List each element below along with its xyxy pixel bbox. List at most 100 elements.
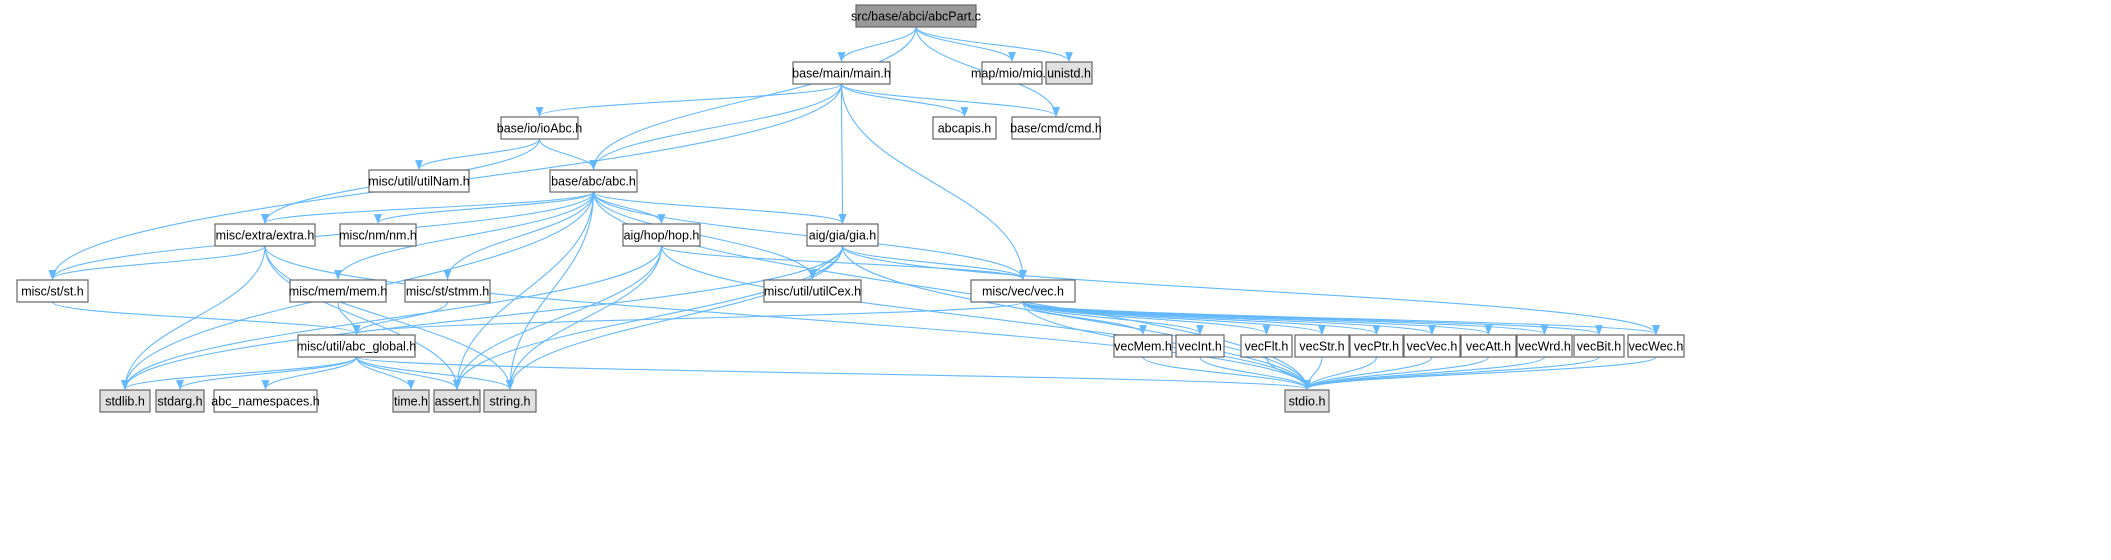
node-box xyxy=(500,116,579,140)
node-label: abcapis.h xyxy=(938,122,992,136)
node-box xyxy=(16,279,89,303)
edge-extra-to-st xyxy=(48,245,266,280)
edge-abcPart-to-unistd xyxy=(915,26,1073,62)
node-main[interactable]: base/main/main.h xyxy=(792,61,891,85)
node-label: string.h xyxy=(490,395,531,409)
node-gia[interactable]: aig/gia/gia.h xyxy=(806,223,879,247)
node-box xyxy=(433,389,481,413)
node-box xyxy=(1460,334,1517,358)
node-abc_global[interactable]: misc/util/abc_global.h xyxy=(297,334,417,358)
node-vecAtt[interactable]: vecAtt.h xyxy=(1460,334,1517,358)
node-label: vecWrd.h xyxy=(1518,340,1571,354)
node-mio[interactable]: map/mio/mio.h xyxy=(971,61,1053,85)
node-label: misc/vec/vec.h xyxy=(982,285,1064,299)
node-vecMem[interactable]: vecMem.h xyxy=(1113,334,1173,358)
node-box xyxy=(855,4,977,28)
node-stdio: stdio.h xyxy=(1284,389,1330,413)
edge-abc_global-to-assert xyxy=(355,356,461,390)
edge-main-to-ioAbc xyxy=(535,83,843,117)
edge-hop-to-assert xyxy=(453,245,663,390)
node-label: vecBit.h xyxy=(1577,340,1622,354)
edge-vec-to-vecMem xyxy=(1022,301,1147,335)
edge-vecBit-to-stdio xyxy=(1303,356,1600,390)
node-label: misc/util/utilCex.h xyxy=(764,285,861,299)
edge-vecVec-to-stdio xyxy=(1303,356,1433,390)
edge-abcPart-to-main xyxy=(837,26,917,62)
node-abcapis[interactable]: abcapis.h xyxy=(932,116,997,140)
node-hop[interactable]: aig/hop/hop.h xyxy=(622,223,701,247)
edge-vecMem-to-stdio xyxy=(1142,356,1311,390)
edge-main-to-abcapis xyxy=(840,83,969,117)
node-label: vecFlt.h xyxy=(1245,340,1289,354)
node-box xyxy=(392,389,430,413)
node-st[interactable]: misc/st/st.h xyxy=(16,279,89,303)
node-box xyxy=(1403,334,1461,358)
node-vecFlt[interactable]: vecFlt.h xyxy=(1240,334,1293,358)
node-box xyxy=(806,223,879,247)
edge-main-to-cmd xyxy=(840,83,1060,117)
edge-abc-to-nm xyxy=(374,191,595,224)
node-extra[interactable]: misc/extra/extra.h xyxy=(214,223,316,247)
node-box xyxy=(1349,334,1404,358)
node-abc_namespaces[interactable]: abc_namespaces.h xyxy=(211,389,320,413)
node-utilCex[interactable]: misc/util/utilCex.h xyxy=(763,279,862,303)
edge-abc_global-to-string xyxy=(355,356,514,390)
node-box xyxy=(1516,334,1573,358)
node-time: time.h xyxy=(392,389,430,413)
node-box xyxy=(1573,334,1625,358)
node-box xyxy=(549,169,638,193)
node-box xyxy=(1240,334,1293,358)
node-cmd[interactable]: base/cmd/cmd.h xyxy=(1010,116,1102,140)
edge-abc-to-mem xyxy=(334,191,595,280)
node-label: unistd.h xyxy=(1047,67,1091,81)
node-abc[interactable]: base/abc/abc.h xyxy=(549,169,638,193)
node-assert: assert.h xyxy=(433,389,481,413)
node-box xyxy=(339,223,417,247)
edge-gia-to-string xyxy=(506,245,844,390)
node-label: abc_namespaces.h xyxy=(211,395,319,409)
node-vecVec[interactable]: vecVec.h xyxy=(1403,334,1461,358)
node-label: aig/hop/hop.h xyxy=(624,229,700,243)
edge-abcPart-to-mio xyxy=(915,26,1016,62)
node-vecInt[interactable]: vecInt.h xyxy=(1175,334,1225,358)
node-box xyxy=(1045,61,1093,85)
edge-gia-to-vec xyxy=(841,245,1027,280)
node-label: base/abc/abc.h xyxy=(551,175,636,189)
node-vecBit[interactable]: vecBit.h xyxy=(1573,334,1625,358)
edge-extra-to-assert xyxy=(264,245,461,390)
node-nm[interactable]: misc/nm/nm.h xyxy=(339,223,417,247)
node-box xyxy=(289,279,387,303)
node-label: aig/gia/gia.h xyxy=(809,229,876,243)
edge-abc_global-to-abc_namespaces xyxy=(261,356,358,390)
node-ioAbc[interactable]: base/io/ioAbc.h xyxy=(497,116,583,140)
node-string: string.h xyxy=(483,389,537,413)
node-box xyxy=(99,389,151,413)
node-vecStr[interactable]: vecStr.h xyxy=(1294,334,1350,358)
node-box xyxy=(297,334,416,358)
node-abcPart[interactable]: src/base/abci/abcPart.c xyxy=(851,4,981,28)
edge-abc_global-to-time xyxy=(355,356,415,390)
node-box xyxy=(483,389,537,413)
node-label: misc/extra/extra.h xyxy=(216,229,315,243)
node-vecWec[interactable]: vecWec.h xyxy=(1627,334,1685,358)
edge-st-to-abc_global xyxy=(51,301,361,335)
edge-extra-to-stdio xyxy=(264,245,1311,390)
node-box xyxy=(404,279,491,303)
node-label: misc/util/utilNam.h xyxy=(368,175,469,189)
node-stdarg: stdarg.h xyxy=(155,389,205,413)
node-stmm[interactable]: misc/st/stmm.h xyxy=(404,279,491,303)
node-vecWrd[interactable]: vecWrd.h xyxy=(1516,334,1573,358)
node-vecPtr[interactable]: vecPtr.h xyxy=(1349,334,1404,358)
node-box xyxy=(155,389,205,413)
node-label: map/mio/mio.h xyxy=(971,67,1053,81)
edge-main-to-gia xyxy=(838,83,847,224)
node-vec[interactable]: misc/vec/vec.h xyxy=(970,279,1076,303)
edge-vecWec-to-stdio xyxy=(1303,356,1657,390)
node-label: base/cmd/cmd.h xyxy=(1010,122,1102,136)
edge-abc-to-stdio xyxy=(592,191,1311,390)
node-mem[interactable]: misc/mem/mem.h xyxy=(289,279,388,303)
node-utilNam[interactable]: misc/util/utilNam.h xyxy=(368,169,470,193)
edge-gia-to-vecWec xyxy=(841,245,1660,335)
node-label: vecWec.h xyxy=(1629,340,1684,354)
